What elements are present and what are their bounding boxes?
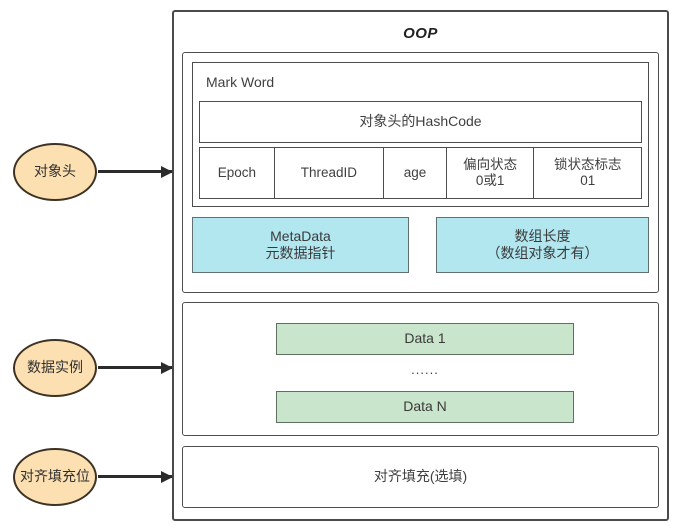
arrow-to-data-instance xyxy=(98,366,172,369)
padding-section: 对齐填充(选填) xyxy=(182,446,659,508)
callout-data-instance: 数据实例 xyxy=(13,339,97,397)
callout-padding: 对齐填充位 xyxy=(13,448,97,506)
mark-word-fields-row: Epoch ThreadID age 偏向状态 0或1 锁状态标志 01 xyxy=(199,147,642,199)
arrow-to-padding xyxy=(98,475,172,478)
cell-line-1: 偏向状态 xyxy=(463,156,518,172)
array-length-box: 数组长度 （数组对象才有） xyxy=(436,217,649,273)
metadata-line-1: MetaData xyxy=(270,227,331,244)
cell-line-1: Epoch xyxy=(217,164,256,180)
hashcode-row: 对象头的HashCode xyxy=(199,101,642,143)
mark-word-cell-epoch: Epoch xyxy=(200,148,275,198)
data-last-box: Data N xyxy=(276,391,574,423)
array-length-line-2: （数组对象才有） xyxy=(486,245,599,261)
cell-line-1: 锁状态标志 xyxy=(553,156,622,172)
cell-line-1: age xyxy=(403,164,427,180)
cell-line-2: 01 xyxy=(580,173,596,188)
metadata-box: MetaData 元数据指针 xyxy=(192,217,409,273)
data-ellipsis: ...... xyxy=(411,362,439,377)
callout-object-header: 对象头 xyxy=(13,143,97,201)
oop-title: OOP xyxy=(403,25,438,42)
arrow-to-object-header xyxy=(98,170,172,173)
data-first-box: Data 1 xyxy=(276,323,574,355)
mark-word-label: Mark Word xyxy=(206,74,275,90)
array-length-line-1: 数组长度 xyxy=(514,227,571,244)
mark-word-cell-age: age xyxy=(384,148,447,198)
metadata-line-2: 元数据指针 xyxy=(265,245,336,261)
mark-word-cell-threadid: ThreadID xyxy=(275,148,385,198)
mark-word-cell-lock-state: 锁状态标志 01 xyxy=(534,148,641,198)
mark-word-cell-bias-state: 偏向状态 0或1 xyxy=(447,148,535,198)
cell-line-1: ThreadID xyxy=(300,164,358,180)
cell-line-2: 0或1 xyxy=(475,173,505,188)
